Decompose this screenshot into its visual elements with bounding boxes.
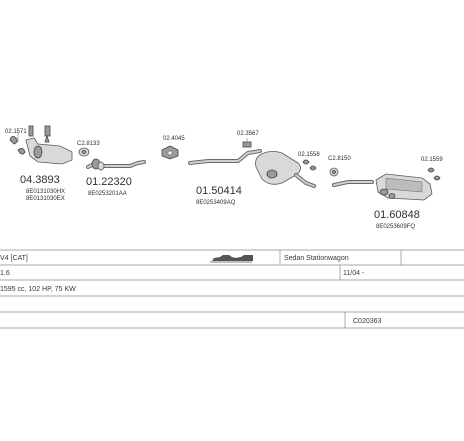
part-ref-04-3893: 04.3893 bbox=[20, 174, 60, 186]
part-ref-02-1558: 02.1558 bbox=[298, 152, 320, 158]
part-ref-02-4045: 02.4045 bbox=[163, 136, 185, 142]
production-date: 11/04 - bbox=[343, 270, 365, 277]
part-ref-c2-8133: C2.8133 bbox=[77, 141, 100, 147]
oem-01-50414: 8E0253409AQ bbox=[196, 200, 236, 206]
engine-type: V4 [CAT] bbox=[0, 255, 28, 262]
gasket-c2-8133: C2.8133 bbox=[77, 141, 100, 157]
part-ref-01-50414: 01.50414 bbox=[196, 185, 242, 197]
catalytic-converter: 04.3893 8E0131030HX 8E0131030EX bbox=[20, 125, 73, 202]
middle-pipe: 01.50414 8E0253409AQ bbox=[188, 149, 262, 206]
middle-silencer bbox=[255, 151, 316, 188]
oem-01-60848: 8E0253609FQ bbox=[376, 224, 415, 230]
clamp-02-1559: 02.1559 bbox=[421, 157, 443, 181]
hanger-02-4045: 02.4045 bbox=[161, 136, 185, 160]
clamp-02-1558: 02.1558 bbox=[298, 152, 320, 171]
oem-04-3893-a: 8E0131030HX bbox=[26, 189, 65, 195]
part-ref-02-1571: 02.1571 bbox=[5, 129, 27, 135]
clamp-02-1571: 02.1571 bbox=[5, 129, 27, 155]
car-body-icon bbox=[210, 255, 253, 263]
rear-pipe bbox=[332, 180, 374, 187]
part-ref-02-1559: 02.1559 bbox=[421, 157, 443, 163]
engine-spec: 1595 cc, 102 HP, 75 KW bbox=[0, 286, 76, 293]
body-type: Sedan Stationwagon bbox=[284, 255, 349, 262]
diagram-code: C020363 bbox=[353, 318, 382, 325]
oem-04-3893-b: 8E0131030EX bbox=[26, 196, 65, 202]
hanger-02-3567: 02.3567 bbox=[237, 131, 259, 148]
engine-size: 1.6 bbox=[0, 270, 10, 277]
vehicle-info-table: V4 [CAT] Sedan Stationwagon 1.6 11/04 - … bbox=[0, 249, 464, 329]
front-pipe: 01.22320 8E0253201AA bbox=[86, 158, 146, 197]
oem-01-22320: 8E0253201AA bbox=[88, 191, 127, 197]
part-ref-c2-8150: C2.8150 bbox=[328, 156, 351, 162]
part-ref-01-60848: 01.60848 bbox=[374, 209, 420, 221]
part-ref-02-3567: 02.3567 bbox=[237, 131, 259, 137]
part-ref-01-22320: 01.22320 bbox=[86, 176, 132, 188]
gasket-c2-8150: C2.8150 bbox=[328, 156, 351, 177]
rear-silencer: 01.60848 8E0253609FQ bbox=[374, 173, 433, 230]
